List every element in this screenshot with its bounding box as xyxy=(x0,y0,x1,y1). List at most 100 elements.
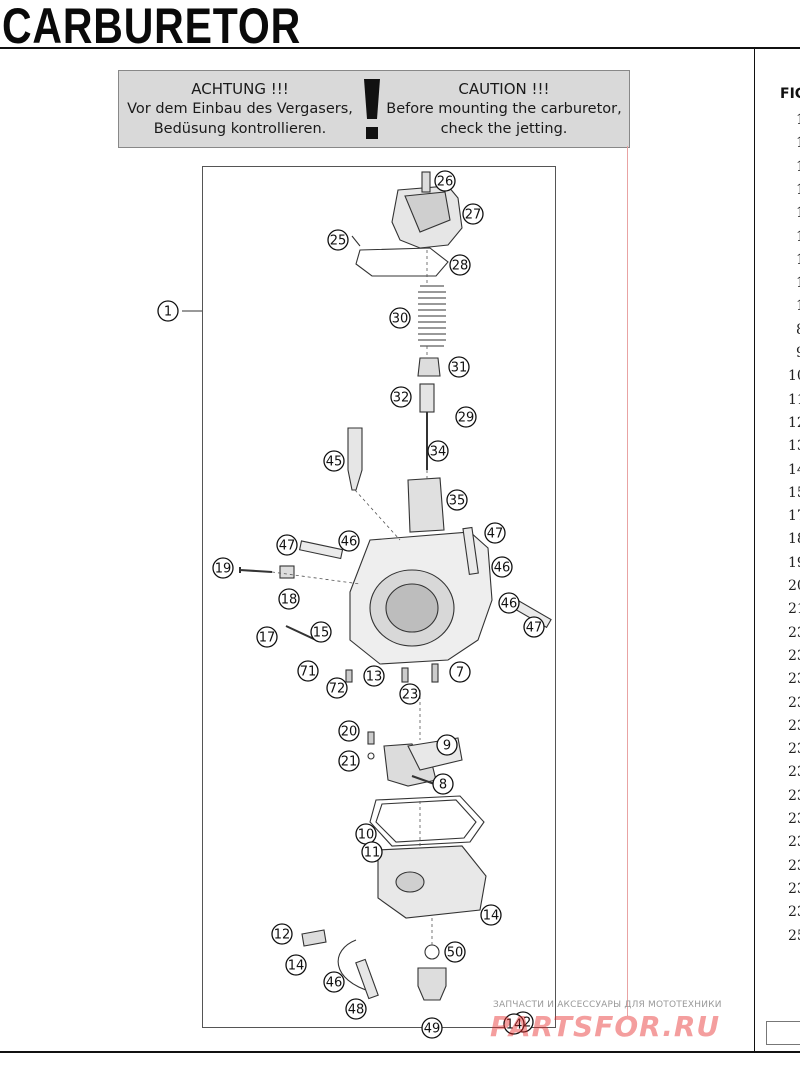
callout-46: 46 xyxy=(323,971,345,993)
needle-retainer-part xyxy=(417,357,441,377)
callout-47: 47 xyxy=(484,522,506,544)
callout-number: 20 xyxy=(341,725,358,740)
callout-circle xyxy=(157,300,179,322)
callout-number: 47 xyxy=(487,527,504,542)
callout-number: 48 xyxy=(348,1003,365,1018)
needle-holder-part xyxy=(419,383,435,413)
callout-19: 19 xyxy=(212,557,234,579)
callout-number: 29 xyxy=(458,411,475,426)
callout-number: 50 xyxy=(447,946,464,961)
fig-number: 23 xyxy=(788,624,800,641)
callout-14: 14 xyxy=(503,1013,525,1035)
callout-23: 23 xyxy=(399,683,421,705)
callout-circle xyxy=(363,665,385,687)
callout-21: 21 xyxy=(338,750,360,772)
callout-9: 9 xyxy=(436,734,458,756)
drain-hose-part xyxy=(337,939,373,993)
assembly-axis xyxy=(271,571,361,585)
callout-27: 27 xyxy=(462,203,484,225)
callout-25: 25 xyxy=(327,229,349,251)
callout-circle xyxy=(338,720,360,742)
caution-english: CAUTION !!! Before mounting the carburet… xyxy=(385,79,623,139)
callout-number: 34 xyxy=(430,445,447,460)
callout-72: 72 xyxy=(326,677,348,699)
callout-circle xyxy=(449,254,471,276)
callout-35: 35 xyxy=(446,489,468,511)
fig-number: 1 xyxy=(796,275,800,291)
callout-number: 14 xyxy=(483,909,500,924)
callout-circle xyxy=(323,971,345,993)
caution-english-line2: check the jetting. xyxy=(440,121,568,137)
callout-number: 45 xyxy=(326,455,343,470)
callout-18: 18 xyxy=(278,588,300,610)
float-bowl-gasket-part xyxy=(369,795,485,847)
callout-12: 12 xyxy=(271,923,293,945)
fig-number: 23 xyxy=(788,694,800,711)
fig-number: 1 xyxy=(796,112,800,128)
callout-circle xyxy=(338,530,360,552)
callout-47: 47 xyxy=(523,616,545,638)
cover-gasket-part xyxy=(355,247,449,277)
callout-1: 1 xyxy=(157,300,179,322)
jet-part xyxy=(401,667,409,683)
callout-number: 8 xyxy=(439,778,447,793)
callout-number: 13 xyxy=(366,670,383,685)
callout-number: 71 xyxy=(300,665,317,680)
callout-circle xyxy=(446,489,468,511)
fig-number: 1 xyxy=(796,135,800,151)
vent-hose-part xyxy=(462,526,479,575)
idle-adjust-part xyxy=(347,427,363,491)
callout-13: 13 xyxy=(363,665,385,687)
fig-number: 9 xyxy=(796,345,800,361)
fig-number: 15 xyxy=(788,484,800,501)
callout-number: 32 xyxy=(393,391,410,406)
callout-number: 14 xyxy=(288,959,305,974)
bracket-part xyxy=(301,929,327,947)
callout-46: 46 xyxy=(491,556,513,578)
fig-number: 23 xyxy=(788,904,800,921)
callout-circle xyxy=(212,557,234,579)
throttle-slide-part xyxy=(407,477,445,533)
callout-20: 20 xyxy=(338,720,360,742)
callout-45: 45 xyxy=(323,450,345,472)
callout-circle xyxy=(427,440,449,462)
oring-part xyxy=(367,752,375,760)
callout-46: 46 xyxy=(338,530,360,552)
callout-14: 14 xyxy=(285,954,307,976)
fig-number: 1 xyxy=(796,205,800,221)
fig-number: 1 xyxy=(796,229,800,245)
float-bowl-part xyxy=(377,845,487,919)
callout-number: 46 xyxy=(341,535,358,550)
drain-hose-part xyxy=(355,958,379,1000)
page-title: CARBURETOR xyxy=(2,0,302,54)
fig-number: 19 xyxy=(788,554,800,571)
callout-number: 14 xyxy=(506,1018,523,1033)
bottom-rule xyxy=(0,1051,800,1053)
fig-number: 8 xyxy=(796,322,800,338)
fig-number: 23 xyxy=(788,741,800,758)
exclamation-icon xyxy=(364,79,380,139)
callout-circle xyxy=(361,841,383,863)
callout-number: 1 xyxy=(164,305,172,320)
callout-circle xyxy=(480,904,502,926)
fig-number: 23 xyxy=(788,834,800,851)
callout-71: 71 xyxy=(297,660,319,682)
callout-number: 31 xyxy=(451,361,468,376)
callout-number: 46 xyxy=(326,976,343,991)
callout-number: 46 xyxy=(501,597,518,612)
callout-circle xyxy=(432,773,454,795)
callout-15: 15 xyxy=(310,621,332,643)
caution-german-line1: Vor dem Einbau des Vergasers, xyxy=(127,101,353,117)
callout-circle xyxy=(484,522,506,544)
callout-10: 10 xyxy=(355,823,377,845)
callout-circle xyxy=(434,170,456,192)
callout-circle xyxy=(444,941,466,963)
callout-31: 31 xyxy=(448,356,470,378)
callout-number: 15 xyxy=(313,626,330,641)
caution-banner: ACHTUNG !!! Vor dem Einbau des Vergasers… xyxy=(118,70,630,148)
air-screw-part xyxy=(239,567,273,573)
assembly-axis xyxy=(354,489,401,541)
callout-48: 48 xyxy=(345,998,367,1020)
caution-german-heading: ACHTUNG !!! xyxy=(191,80,289,98)
fig-number: 23 xyxy=(788,857,800,874)
